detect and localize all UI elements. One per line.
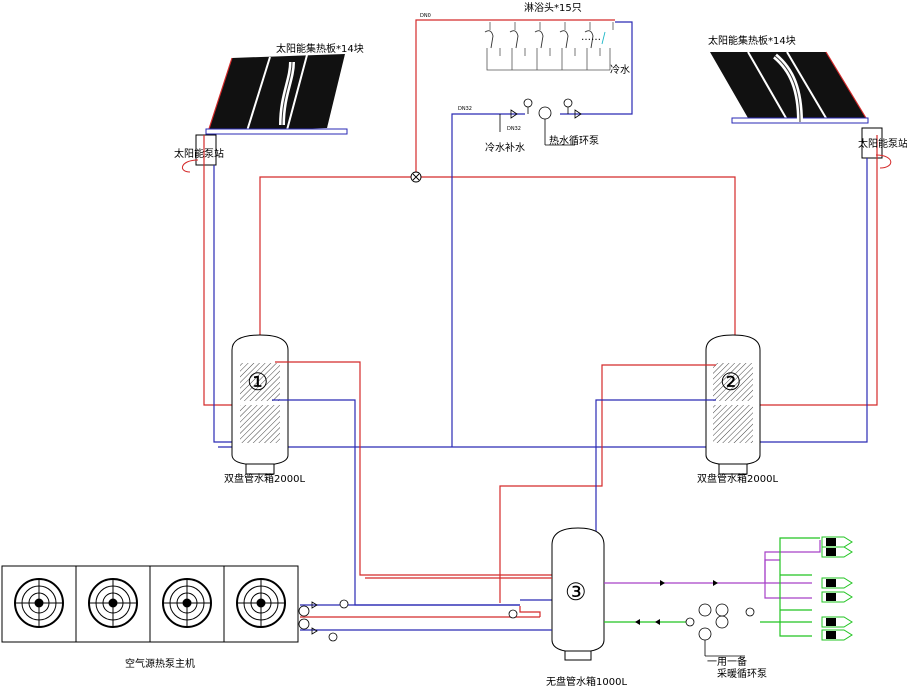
heating-return-pipes [604,537,820,637]
heating-arrows [635,580,718,625]
heating-supply-pipes [604,540,821,599]
label-cold-water: 冷水 [610,63,630,76]
fan-icon [14,578,64,628]
expansion-loop-left [182,159,199,173]
shower-heads [484,30,606,49]
fan-icon [236,578,286,628]
solar-loop-right-pipes [758,135,878,443]
solar-collector-left [205,54,348,135]
cold-return-pipes [218,21,758,448]
fan-icon [162,578,212,628]
label-showers: 淋浴头*15只 [524,1,582,14]
label-tank-3: 无盘管水箱1000L [546,675,627,688]
label-heating-pump: 采暖循环泵 [717,667,767,680]
label-collector-right: 太阳能集热板*14块 [708,34,796,47]
tank-1 [231,334,600,606]
tank-1-number: ① [247,368,269,396]
label-pump-station-left: 太阳能泵站 [174,147,224,160]
air-source-heat-pump-unit [1,565,299,643]
label-pipe-size-3: DN32 [507,126,521,132]
fan-icons [14,578,286,628]
heat-pump-valves [298,599,518,642]
label-pipe-size-1: DN0 [420,13,431,19]
label-pipe-size-2: DN32 [458,106,472,112]
heating-pump-group [685,603,755,657]
label-cold-water-makeup: 冷水补水 [485,141,525,154]
heat-pump-pipes [300,577,552,631]
solar-pump-station-left [195,134,217,166]
solar-collector-right [710,51,869,124]
expansion-loop-right [875,154,892,169]
radiator-valves [826,538,836,639]
mixing-valve-icon [410,171,422,183]
tank-3 [551,527,605,661]
label-tank-2: 双盘管水箱2000L [697,472,778,485]
label-shower-dots: …… [581,32,601,43]
label-hot-water-circ-pump: 热水循环泵 [549,134,599,147]
tank-3-number: ③ [565,578,587,606]
hot-supply-pipes [259,19,736,340]
label-heat-pump: 空气源热泵主机 [125,657,195,670]
label-one-use-one-backup: 一用一备 [707,655,747,668]
label-pump-station-right: 太阳能泵站 [858,137,907,150]
shower-branches [486,22,614,71]
label-collector-left: 太阳能集热板*14块 [276,42,364,55]
fan-icon [88,578,138,628]
hot-water-circulation-pump-group [499,98,582,146]
tank-2-number: ② [720,368,742,396]
label-tank-1: 双盘管水箱2000L [224,472,305,485]
tank-2 [499,334,761,603]
